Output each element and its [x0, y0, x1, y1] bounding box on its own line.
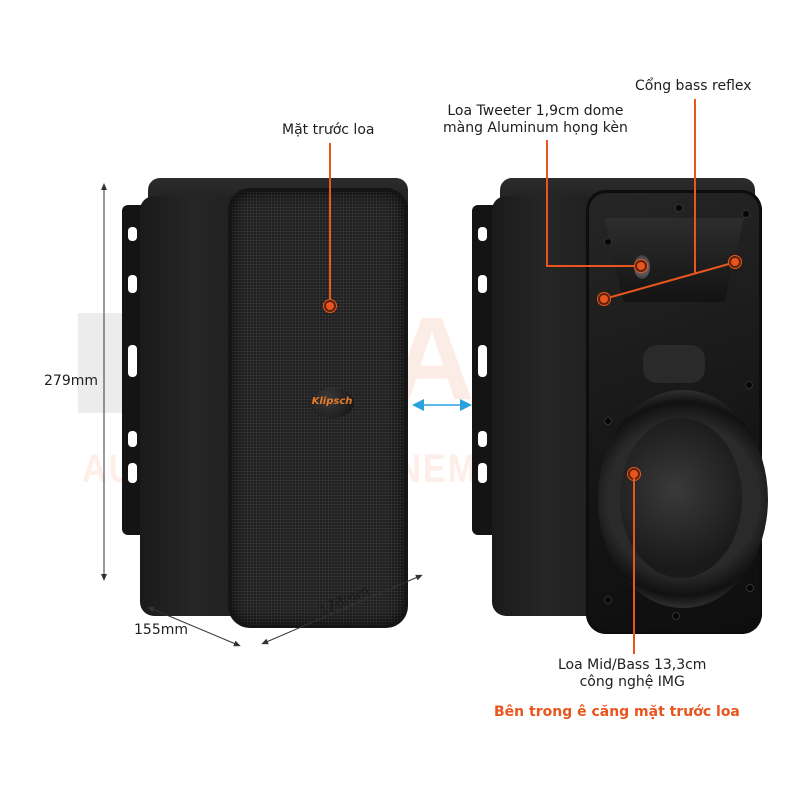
label-woofer-line1: Loa Mid/Bass 13,3cm: [558, 657, 707, 673]
callout-dot: [637, 262, 645, 270]
woofer-cone: [620, 418, 742, 578]
label-woofer-line2: công nghệ IMG: [579, 674, 685, 690]
label-woofer: Loa Mid/Bass 13,3cm công nghệ IMG: [558, 657, 706, 691]
callout-line: [694, 99, 696, 273]
front-grille: [228, 188, 408, 628]
callout-dot: [630, 470, 638, 478]
dimension-height: 279mm: [44, 373, 98, 389]
label-tweeter-line2: màng Aluminum họng kèn: [443, 120, 628, 136]
tweeter-horn: [604, 218, 744, 302]
label-tweeter-line1: Loa Tweeter 1,9cm dome: [447, 103, 624, 119]
label-bass-reflex: Cổng bass reflex: [635, 78, 752, 94]
klipsch-logo: Klipsch: [310, 388, 354, 418]
callout-dot: [731, 258, 739, 266]
bass-reflex-port: [643, 345, 705, 383]
callout-line: [546, 140, 548, 266]
dimension-depth: 155mm: [134, 622, 188, 638]
caption-inside-grille: Bên trong ê căng mặt trước loa: [494, 704, 740, 720]
callout-line: [546, 265, 638, 267]
callout-line: [633, 478, 635, 654]
label-front-face: Mặt trước loa: [282, 122, 375, 138]
callout-line: [329, 143, 331, 303]
callout-dot: [326, 302, 334, 310]
label-tweeter: Loa Tweeter 1,9cm dome màng Aluminum họn…: [443, 103, 628, 137]
callout-dot: [600, 295, 608, 303]
